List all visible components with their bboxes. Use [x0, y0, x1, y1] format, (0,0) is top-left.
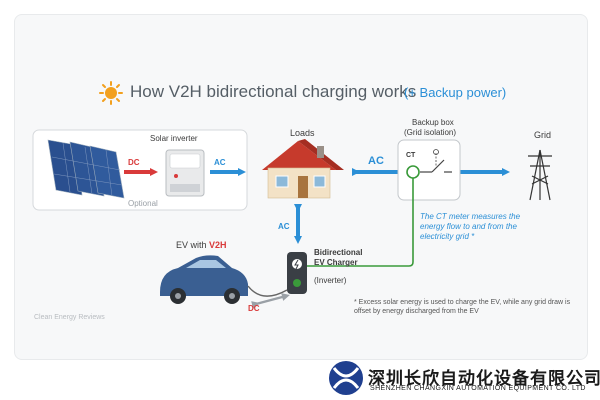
house-icon [262, 139, 344, 199]
loads-label: Loads [290, 128, 315, 138]
ev-with-label: EV with V2H [176, 240, 227, 250]
charger-label-line1: Bidirectional [314, 248, 363, 257]
charger-label-line2: EV Charger [314, 258, 358, 267]
sun-icon [99, 81, 123, 105]
grid-pylon-icon [528, 149, 552, 201]
brand-name-cn: 深圳长欣自动化设备有限公司 [368, 369, 600, 388]
inverter-label: (Inverter) [314, 276, 347, 285]
watermark-label: Clean Energy Reviews [34, 314, 105, 321]
solar-panel-icon [47, 139, 125, 199]
ev-charger-icon [287, 252, 307, 294]
backup-box-label: Backup box [412, 118, 454, 127]
ev-car-icon [160, 255, 248, 304]
diagram-title: How V2H bidirectional charging works [130, 82, 417, 101]
dc-ev-label: DC [248, 304, 260, 313]
solar-inverter-label: Solar inverter [150, 134, 198, 143]
brand-name-en: SHENZHEN CHANGXIN AUTOMATION EQUIPMENT C… [370, 385, 586, 392]
footnote: * Excess solar energy is used to charge … [354, 299, 571, 315]
solar-inverter-icon [165, 149, 205, 197]
dc-solar-label: DC [128, 158, 140, 167]
ct-wire [298, 178, 414, 267]
v2h-text: V2H [209, 240, 227, 250]
ac-house-backup-label: AC [368, 155, 384, 167]
ev-with-text: EV with [176, 240, 207, 250]
backup-box-icon [397, 139, 461, 201]
ev-cable [247, 285, 288, 297]
diagram-subtitle: (+ Backup power) [404, 85, 507, 100]
ct-label: CT [406, 152, 416, 159]
ct-note: The CT meter measures the energy flow to… [420, 212, 521, 241]
grid-isolation-label: (Grid isolation) [404, 128, 457, 137]
dc-arrow-ev [251, 293, 290, 309]
brand-logo-icon [329, 361, 363, 395]
ac-vertical-label: AC [278, 222, 290, 231]
ac-solar-label: AC [214, 158, 226, 167]
optional-label: Optional [128, 199, 158, 208]
grid-label: Grid [534, 130, 552, 140]
